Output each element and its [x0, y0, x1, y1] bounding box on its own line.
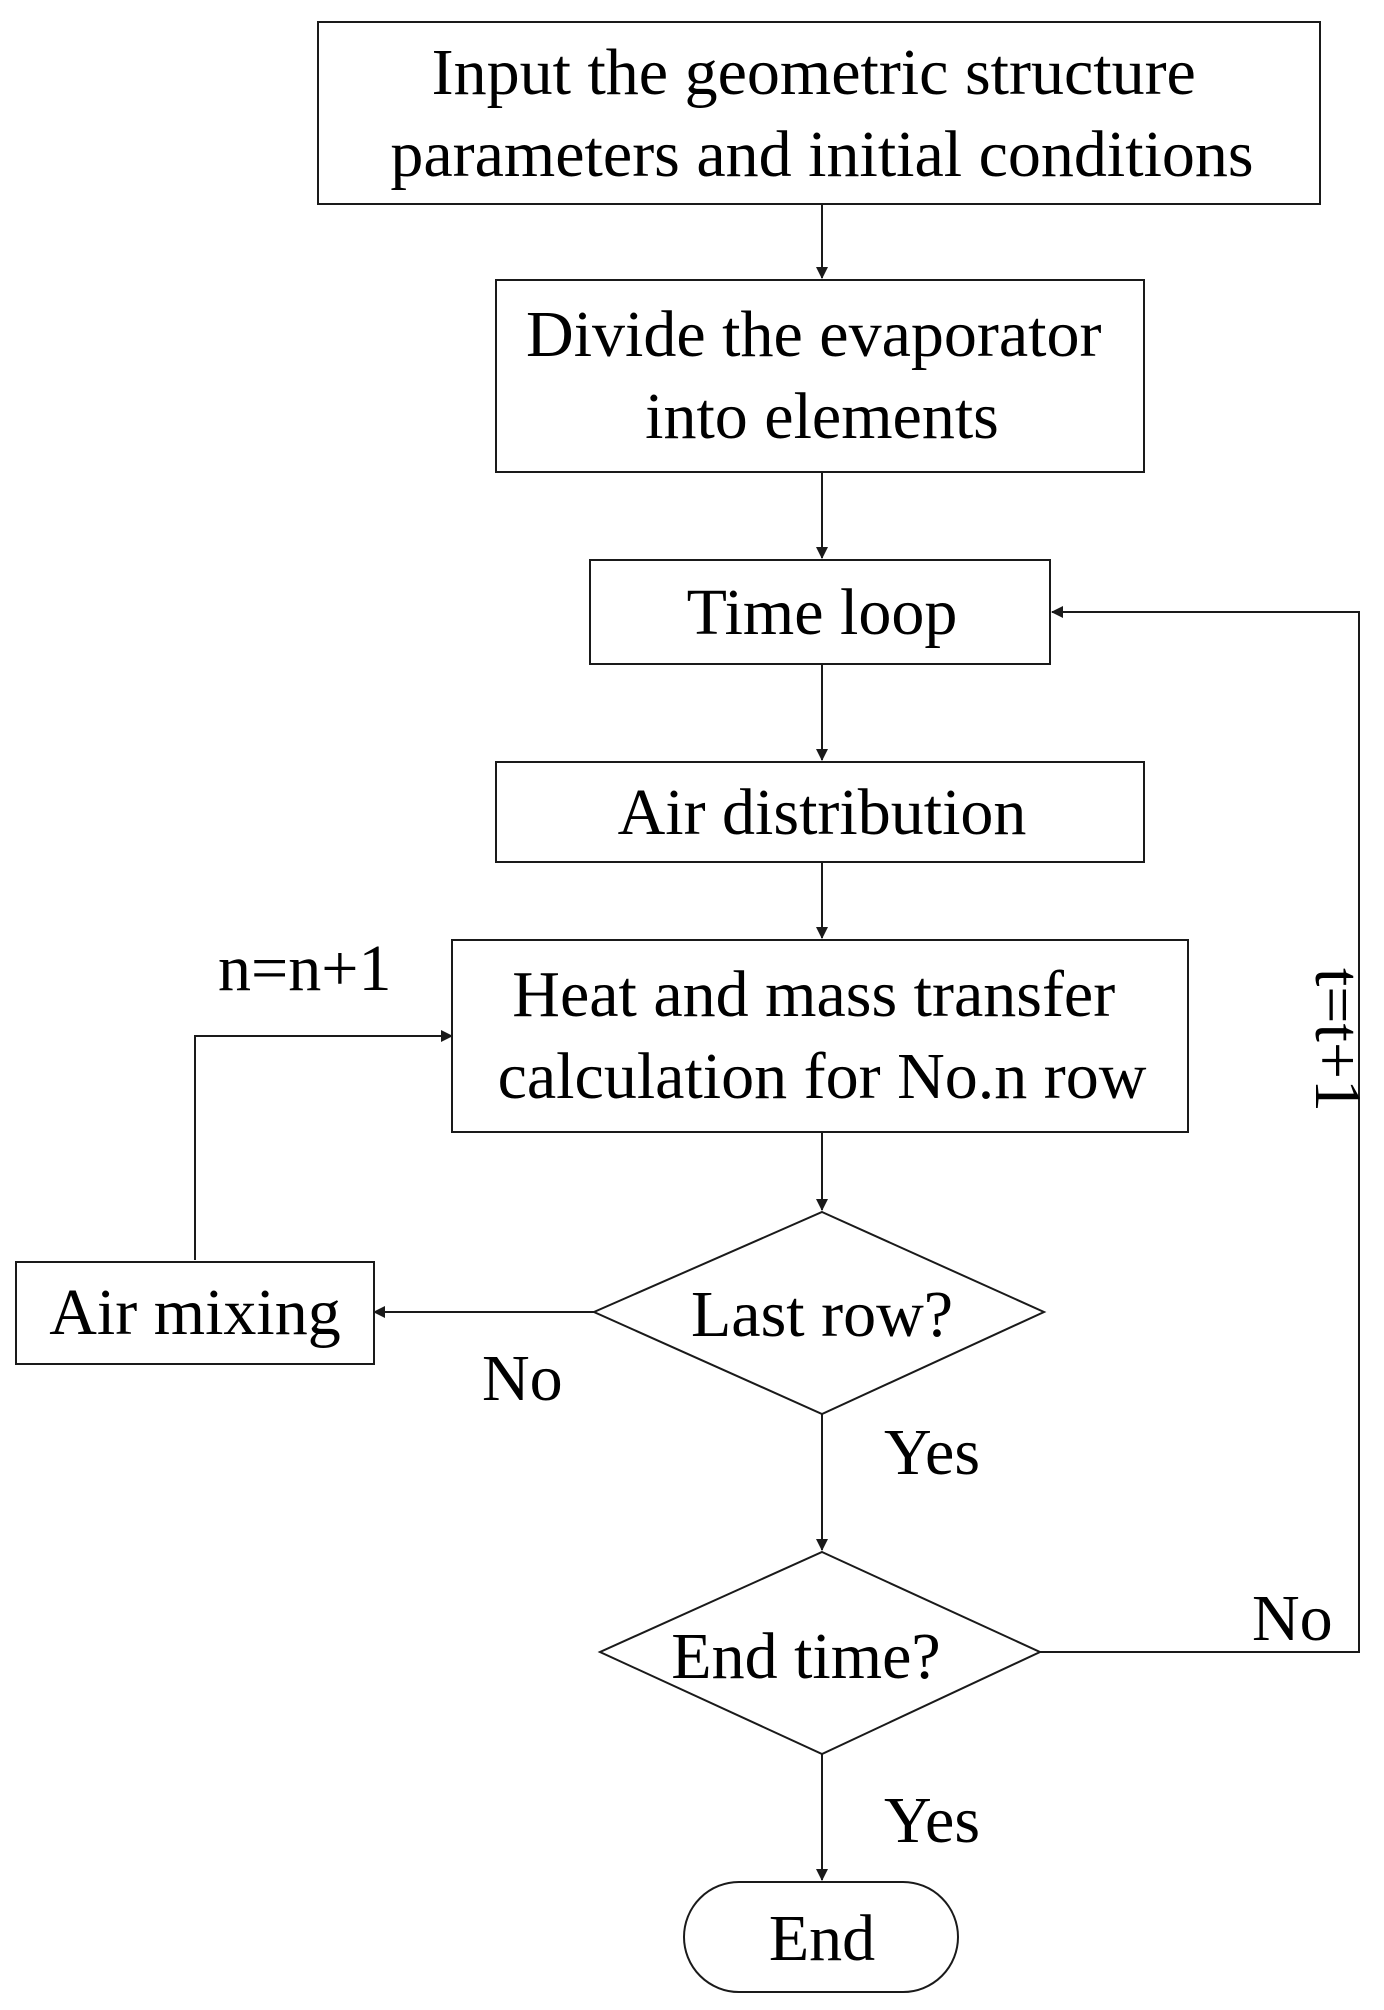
node-end-time-decision: End time?: [597, 1550, 1043, 1756]
svg-text:End: End: [769, 1902, 875, 1975]
label-end-time-yes: Yes: [884, 1784, 980, 1857]
node-air-distribution: Air distribution: [495, 761, 1145, 863]
label-t-increment: t=t+1: [1301, 968, 1374, 1112]
node-divide-line-1: Divide the evaporator: [526, 298, 1101, 371]
svg-text:Divide the evaporator in: Divide the evaporator into elements: [526, 298, 1118, 453]
node-input-line-1: Input the geometric structure: [432, 36, 1196, 109]
node-divide-line-2: into elements: [645, 380, 999, 453]
node-end-terminal: End: [683, 1881, 959, 1993]
svg-text:Air distribution: Air distribution: [618, 776, 1027, 849]
svg-text:Heat and mass transfer c: Heat and mass transfer calculation for N…: [498, 958, 1147, 1113]
edge-air-mixing-to-heat-mass: [194, 1030, 453, 1260]
svg-text:Input the geometric structure: Input the geometric structure parameters…: [390, 36, 1253, 191]
svg-text:Air mixing: Air mixing: [49, 1276, 341, 1349]
node-heat-mass-transfer: Heat and mass transfer calculation for N…: [451, 939, 1189, 1133]
label-n-increment: n=n+1: [218, 932, 391, 1005]
node-end-label: End: [769, 1902, 875, 1975]
node-air-distribution-label: Air distribution: [618, 776, 1027, 849]
node-last-row-decision: Last row?: [591, 1210, 1047, 1416]
node-air-mixing: Air mixing: [15, 1261, 375, 1365]
label-last-row-no: No: [482, 1342, 563, 1415]
node-divide-evaporator: Divide the evaporator into elements: [495, 279, 1145, 473]
node-input-parameters: Input the geometric structure parameters…: [317, 21, 1321, 205]
svg-text:Last row?: Last row?: [691, 1278, 953, 1351]
label-last-row-yes: Yes: [884, 1416, 980, 1489]
svg-text:End time?: End time?: [671, 1620, 940, 1693]
node-time-loop-label: Time loop: [687, 576, 958, 649]
node-time-loop: Time loop: [589, 559, 1051, 665]
node-heat-mass-line-2: calculation for No.n row: [498, 1040, 1147, 1113]
svg-text:Time loop: Time loop: [687, 576, 958, 649]
edge-end-time-no-to-time-loop: [1040, 606, 1360, 1653]
label-end-time-no: No: [1252, 1582, 1333, 1655]
node-last-row-label: Last row?: [691, 1278, 953, 1351]
node-air-mixing-label: Air mixing: [49, 1276, 341, 1349]
node-end-time-label: End time?: [671, 1620, 940, 1693]
node-heat-mass-line-1: Heat and mass transfer: [512, 958, 1115, 1031]
node-input-line-2: parameters and initial conditions: [390, 118, 1253, 191]
